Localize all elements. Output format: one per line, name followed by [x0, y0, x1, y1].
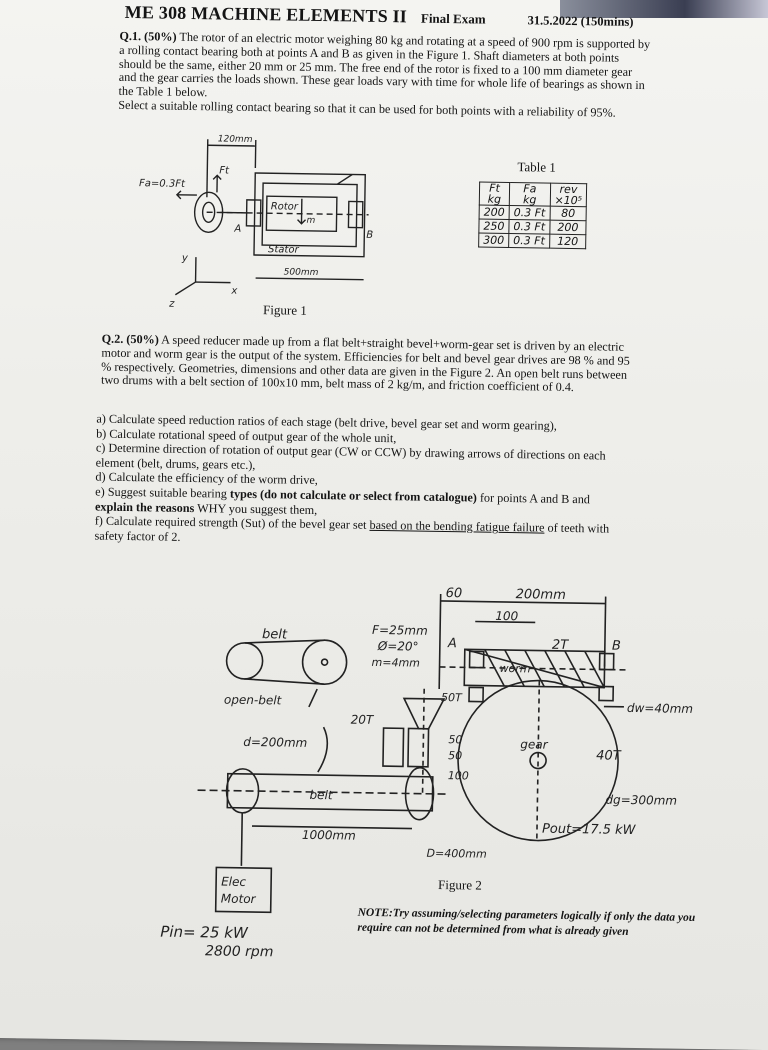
- bevel-bearing-left: [383, 728, 404, 766]
- fig2-input-power: Pin= 25 kW: [160, 923, 249, 942]
- table-cell: 250: [479, 219, 509, 233]
- table-row: 300 0.3 Ft 120: [479, 233, 586, 249]
- bevel-gear: [404, 698, 444, 729]
- figure-1-caption: Figure 1: [263, 302, 307, 319]
- fig1-fa-label: Fa=0.3Ft: [139, 178, 186, 190]
- table-header-row: Ft kg Fa kg rev ×10⁵: [479, 182, 587, 207]
- fig2-point-a: A: [447, 636, 457, 651]
- table-header-cell: Ft kg: [479, 182, 509, 205]
- worm-gear: [457, 679, 619, 841]
- fig1-dim-500: 500mm: [284, 267, 319, 278]
- figure-1-drawing: 120mm Fa=0.3Ft Ft Rotor m Stator A B 500…: [135, 126, 398, 315]
- table-cell: 300: [479, 233, 509, 247]
- small-drum: [226, 643, 263, 680]
- fig1-axis-y-label: y: [181, 253, 189, 264]
- table-cell: 0.3 Ft: [509, 219, 550, 234]
- bearing-b-fig2: [600, 653, 614, 669]
- table-cell: 200: [479, 205, 509, 219]
- fig2-pulley-diameter: D=400mm: [427, 847, 487, 861]
- course-title: ME 308 MACHINE ELEMENTS II: [125, 2, 408, 26]
- fig1-rotor-label: Rotor: [271, 201, 299, 212]
- q2-e-text: e) Suggest suitable bearing: [95, 484, 227, 500]
- table-row: 200 0.3 Ft 80: [479, 205, 586, 221]
- fig2-drum-diameter: d=200mm: [243, 735, 307, 750]
- fig2-motor-label-2: Motor: [221, 892, 257, 907]
- q2-e-bold-reasons: explain the reasons: [95, 499, 195, 515]
- fig2-open-belt-label: open-belt: [224, 693, 283, 708]
- q2-f-text-end: of teeth with: [547, 521, 609, 536]
- large-drum-top: [302, 640, 347, 685]
- exam-date: 31.5.2022 (150mins): [527, 13, 633, 29]
- fig2-bevel-20t: 20T: [351, 713, 375, 727]
- fig2-gear-diameter: dg=300mm: [605, 793, 677, 808]
- q1-label: Q.1. (50%): [119, 29, 176, 44]
- table-1-title: Table 1: [517, 159, 556, 176]
- table-cell: 80: [550, 206, 587, 221]
- q2-label: Q.2. (50%): [102, 332, 159, 347]
- fig1-point-a: A: [233, 224, 241, 235]
- fig2-gear-label: gear: [520, 737, 549, 751]
- table-cell: 0.3 Ft: [509, 205, 550, 220]
- dim-line-120: [208, 145, 256, 146]
- table-header-cell: Fa kg: [509, 182, 550, 206]
- fig1-stator-label: Stator: [268, 244, 300, 255]
- q2-f-underlined-text: based on the bending fatigue failure: [369, 518, 544, 535]
- fig2-input-speed: 2800 rpm: [205, 943, 274, 960]
- fig2-spacing-50-a: 50: [448, 733, 462, 746]
- fig1-point-b: B: [366, 230, 373, 241]
- figure-2-caption: Figure 2: [438, 877, 482, 894]
- fig2-dim-60: 60: [446, 586, 463, 601]
- fig1-axis-z-label: z: [168, 299, 175, 310]
- axis-x: [196, 282, 231, 283]
- table-1: Ft kg Fa kg rev ×10⁵ 200 0.3 Ft 80 250 0…: [478, 182, 587, 250]
- fig1-ft-label: Ft: [219, 165, 230, 176]
- fig2-belt-lower-label: belt: [309, 788, 334, 802]
- dim-line-500: [256, 278, 364, 280]
- fig2-gear-40t: 40T: [596, 748, 622, 763]
- fig2-pressure-angle: Ø=20°: [377, 639, 419, 654]
- fig2-motor-label-1: Elec: [221, 875, 247, 889]
- fig2-point-b: B: [612, 639, 621, 654]
- q2-subquestions: a) Calculate speed reduction ratios of e…: [94, 412, 761, 554]
- fig2-belt-top-label: belt: [262, 627, 288, 642]
- fig2-spacing-50-b: 50: [448, 749, 462, 762]
- exam-type: Final Exam: [421, 11, 486, 27]
- fig2-worm-diameter: dw=40mm: [627, 701, 693, 716]
- fig2-spacing-100: 100: [448, 769, 469, 782]
- q2-e-text-end: for points A and B and: [480, 491, 590, 507]
- question-1: Q.1. (50%) The rotor of an electric moto…: [118, 30, 724, 122]
- q2-e-why-text: WHY you suggest them,: [197, 501, 317, 517]
- fig2-worm-teeth: 2T: [552, 638, 570, 653]
- table-row: 250 0.3 Ft 200: [479, 219, 586, 235]
- fig2-worm-label: worm: [499, 662, 530, 675]
- fig1-m-label: m: [306, 216, 315, 226]
- bevel-bearing-right: [408, 728, 429, 766]
- exam-header: ME 308 MACHINE ELEMENTS II Final Exam 31…: [125, 2, 634, 31]
- fig2-bevel-50t: 50T: [441, 691, 463, 704]
- table-header-cell: rev ×10⁵: [550, 183, 587, 207]
- note-text: NOTE:Try assuming/selecting parameters l…: [357, 906, 712, 942]
- fig2-module: m=4mm: [371, 656, 420, 670]
- table-cell: 200: [549, 220, 586, 235]
- table-cell: 0.3 Ft: [509, 233, 550, 248]
- fig2-output-power: Pout=17.5 kW: [542, 822, 637, 838]
- fig2-center-distance: 1000mm: [302, 828, 356, 843]
- axis-z: [175, 282, 195, 295]
- fig1-axis-x-label: x: [230, 286, 237, 297]
- fig2-face-width: F=25mm: [372, 623, 428, 638]
- motor-pulley: [226, 769, 259, 813]
- fig2-dim-200: 200mm: [516, 587, 566, 603]
- table-cell: 120: [549, 234, 586, 249]
- fig2-dim-100: 100: [495, 609, 518, 623]
- fig1-dim-120: 120mm: [218, 134, 253, 145]
- question-2: Q.2. (50%) A speed reducer made up from …: [101, 333, 752, 398]
